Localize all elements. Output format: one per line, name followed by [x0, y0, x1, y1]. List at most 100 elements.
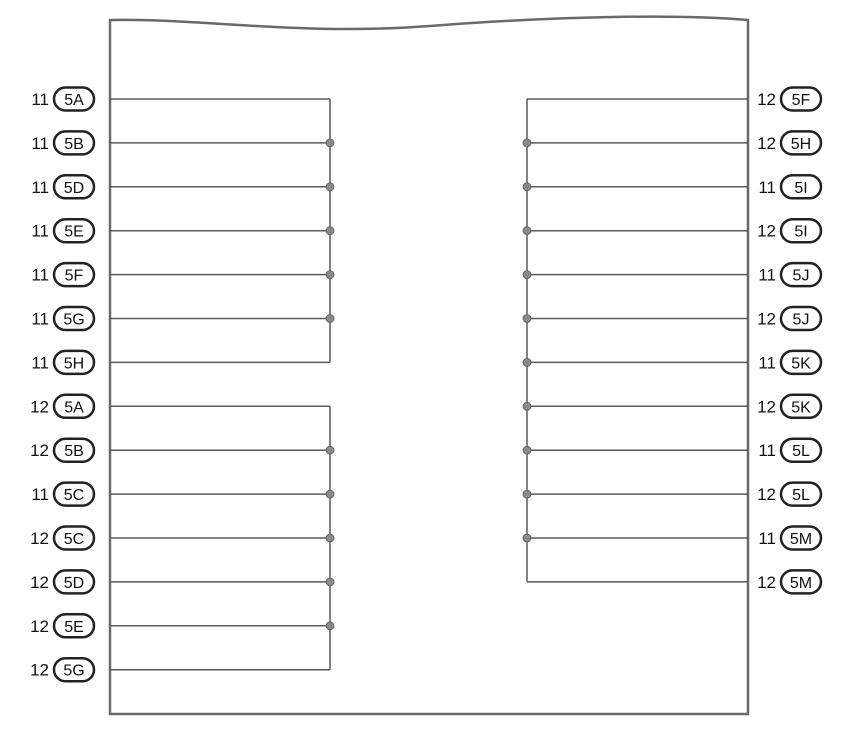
pin-number: 12	[30, 661, 49, 680]
pin-number: 12	[757, 310, 776, 329]
junction-dot	[325, 577, 335, 587]
junction-dot	[522, 357, 532, 367]
connector-tag: 5A	[64, 92, 84, 109]
pin-number: 12	[757, 222, 776, 241]
connector-tag-pill	[52, 525, 96, 551]
junction-dot	[325, 182, 335, 192]
junction-dot	[325, 621, 335, 631]
connector-tag: 5C	[64, 531, 84, 548]
connector-tag: 5C	[64, 487, 84, 504]
pin-number: 12	[30, 441, 49, 460]
pin-label: 12 5B	[30, 437, 96, 463]
pin-number: 11	[31, 310, 49, 329]
junction-dot	[522, 182, 532, 192]
pin-number: 12	[30, 617, 49, 636]
connector-tag: 5M	[790, 531, 812, 548]
pin-number: 11	[758, 266, 776, 285]
pin-label: 12 5L	[757, 481, 823, 507]
junction-dot	[325, 270, 335, 280]
connector-tag: 5I	[794, 180, 807, 197]
connector-tag-pill	[52, 130, 96, 156]
connector-tag: 5F	[65, 268, 84, 285]
connector-tag: 5L	[792, 487, 810, 504]
pin-label: 11 5A	[31, 86, 96, 112]
pin-number: 11	[31, 134, 49, 153]
connector-tag-pill	[779, 525, 823, 551]
connector-tag: 5K	[791, 399, 811, 416]
pin-number: 11	[31, 266, 49, 285]
pin-label: 12 5H	[757, 130, 823, 156]
connector-tag: 5J	[793, 312, 810, 329]
pin-number: 12	[30, 573, 49, 592]
connector-tag-pill	[779, 437, 823, 463]
connector-tag-pill	[52, 393, 96, 420]
junction-dot	[325, 314, 335, 323]
junction-dot	[325, 226, 335, 236]
junction-dot	[325, 445, 335, 455]
connector-tag-pill	[779, 261, 823, 288]
connector-tag: 5H	[791, 136, 811, 153]
connector-tag: 5G	[63, 663, 84, 680]
connector-tag: 5A	[64, 399, 84, 416]
junction-dot	[522, 533, 532, 543]
connector-tag-pill	[52, 569, 96, 595]
connector-tag: 5G	[63, 312, 84, 329]
pin-label: 11 5F	[31, 261, 96, 288]
connector-tag-pill	[779, 217, 823, 244]
connector-tag: 5E	[64, 224, 84, 241]
pin-label: 11 5H	[31, 349, 96, 376]
junction-dot	[325, 489, 335, 499]
connector-tag-pill	[779, 86, 823, 112]
pin-label: 12 5C	[30, 525, 96, 551]
pin-label: 12 5A	[30, 393, 96, 420]
connector-tag-pill	[52, 349, 96, 376]
junction-dot	[522, 489, 532, 499]
connector-tag-pill	[52, 481, 96, 507]
pin-number: 12	[757, 134, 776, 153]
junction-dot	[522, 314, 532, 323]
pin-number: 11	[31, 353, 49, 372]
wires-layer	[110, 98, 748, 671]
connector-frame	[108, 15, 750, 716]
pin-number: 11	[758, 353, 776, 372]
pin-number: 11	[31, 485, 49, 504]
junction-dot	[522, 270, 532, 280]
connector-tag-pill	[52, 305, 96, 332]
connector-tag: 5E	[64, 619, 84, 636]
pin-number: 11	[31, 90, 49, 109]
connector-tag-pill	[52, 174, 96, 200]
pin-number: 12	[757, 397, 776, 416]
junctions-layer	[325, 138, 532, 631]
pin-label: 11 5C	[31, 481, 96, 507]
connector-tag: 5B	[64, 443, 84, 460]
pin-label: 11 5G	[31, 305, 96, 332]
pin-number: 11	[31, 178, 49, 197]
pin-number: 12	[757, 485, 776, 504]
pin-number: 11	[758, 441, 776, 460]
connector-tag: 5D	[64, 575, 84, 592]
connector-tag-pill	[779, 349, 823, 376]
pin-number: 12	[30, 397, 49, 416]
junction-dot	[522, 138, 532, 148]
connector-tag-pill	[52, 86, 96, 112]
connector-tag: 5K	[791, 355, 811, 372]
junction-dot	[522, 226, 532, 236]
connector-tag-pill	[52, 261, 96, 288]
junction-dot	[522, 401, 532, 411]
pin-number: 12	[30, 529, 49, 548]
pin-number: 12	[757, 90, 776, 109]
connector-tag: 5D	[64, 180, 84, 197]
pin-number: 11	[758, 178, 776, 197]
connector-tag: 5H	[64, 355, 84, 372]
connector-tag-pill	[779, 305, 823, 332]
pin-label: 12 5K	[757, 393, 823, 420]
connector-tag: 5J	[793, 268, 810, 285]
connector-tag: 5L	[792, 443, 810, 460]
